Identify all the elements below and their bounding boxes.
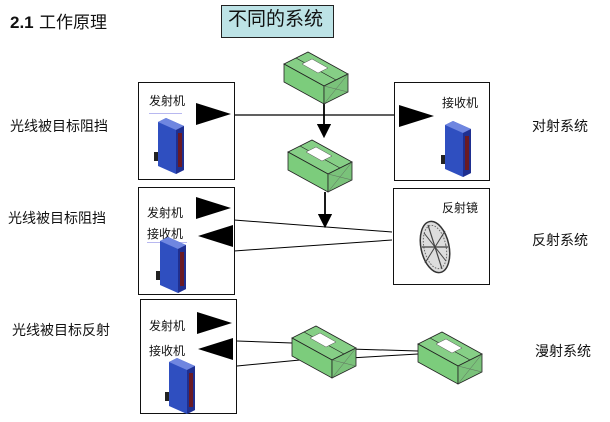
receiver-label: 接收机	[149, 344, 186, 358]
receiver-label: 接收机	[442, 96, 479, 110]
photoelectric-sensor-icon	[154, 118, 184, 174]
diffuse-beam-2	[236, 359, 301, 367]
reflector-panel: 反射镜	[393, 188, 490, 285]
reflector-label: 反射镜	[442, 201, 479, 215]
right-label-reflex: 反射系统	[532, 233, 588, 249]
diffuse-beam-3	[349, 348, 419, 352]
photoelectric-sensor-icon	[441, 121, 471, 177]
reflex-beam-out	[233, 219, 393, 233]
photoelectric-sensor-icon	[165, 358, 195, 414]
right-label-diffuse: 漫射系统	[535, 344, 591, 360]
photoelectric-sensor-icon	[156, 237, 186, 293]
receiver-label: 接收机	[147, 227, 184, 241]
package-box-icon	[287, 139, 353, 193]
title-box: 不同的系统	[221, 5, 334, 38]
section-title: 工作原理	[39, 13, 108, 33]
package-box-icon	[291, 325, 357, 379]
left-label-reflex: 光线被目标阻挡	[8, 211, 106, 227]
reflector-icon	[419, 220, 451, 274]
triangle-right-icon	[196, 197, 231, 219]
package-box-icon	[283, 51, 349, 105]
triangle-right-icon	[197, 312, 232, 334]
emitter-label: 发射机	[147, 206, 184, 220]
section-number: 2.1	[10, 13, 34, 32]
diffuse-beam-1	[236, 340, 293, 344]
triangle-left-icon	[198, 225, 233, 247]
transceiver-panel-reflex: 发射机 接收机	[138, 187, 235, 295]
right-label-through-beam: 对射系统	[532, 119, 588, 135]
transceiver-panel-diffuse: 发射机 接收机	[140, 299, 237, 414]
emitter-label: 发射机	[149, 94, 186, 108]
triangle-right-icon	[399, 105, 434, 127]
left-label-diffuse: 光线被目标反射	[12, 323, 110, 339]
reflex-beam-back	[233, 239, 393, 252]
section-heading: 2.1 工作原理	[10, 8, 107, 33]
receiver-panel-through-beam: 接收机	[394, 82, 490, 181]
left-label-through-beam: 光线被目标阻挡	[10, 119, 108, 135]
emitter-panel-through-beam: 发射机	[138, 82, 235, 180]
package-box-icon	[417, 331, 483, 385]
triangle-right-icon	[196, 103, 231, 125]
label-underline	[149, 113, 182, 114]
diffuse-beam-4	[349, 353, 419, 359]
emitter-label: 发射机	[149, 319, 186, 333]
triangle-left-icon	[198, 338, 233, 360]
